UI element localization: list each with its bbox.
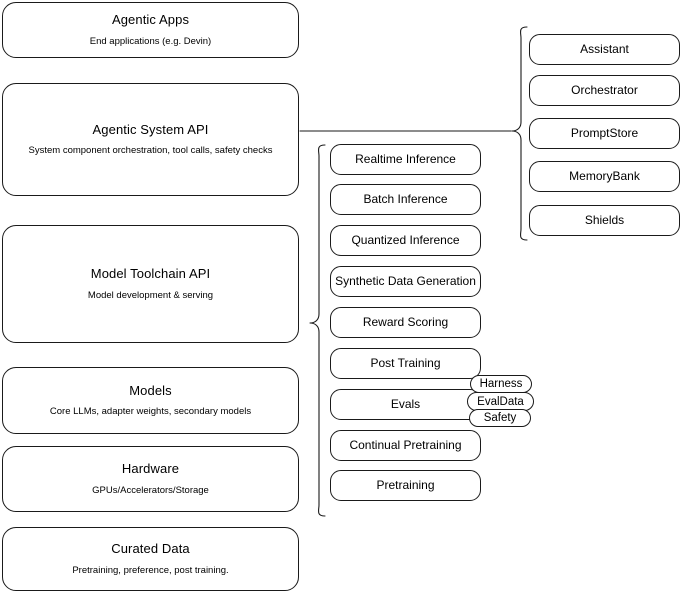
layer-subtitle: System component orchestration, tool cal…: [28, 145, 273, 157]
layer-curated-data[interactable]: Curated Data Pretraining, preference, po…: [2, 527, 299, 591]
chip-label: Quantized Inference: [351, 233, 460, 247]
chip-label: Pretraining: [376, 478, 435, 492]
chip-label: Synthetic Data Generation: [335, 274, 476, 288]
chip-batch-inference[interactable]: Batch Inference: [330, 184, 481, 215]
badge-label: Harness: [479, 378, 523, 390]
chip-label: Assistant: [580, 42, 629, 56]
chip-label: MemoryBank: [569, 169, 640, 183]
layer-agentic-apps[interactable]: Agentic Apps End applications (e.g. Devi…: [2, 2, 299, 58]
chip-pretraining[interactable]: Pretraining: [330, 470, 481, 501]
chip-promptstore[interactable]: PromptStore: [529, 118, 680, 149]
layer-subtitle: Pretraining, preference, post training.: [72, 564, 229, 576]
badge-safety[interactable]: Safety: [469, 409, 531, 427]
chip-shields[interactable]: Shields: [529, 205, 680, 236]
layer-title: Models: [129, 382, 172, 398]
layer-agentic-system-api[interactable]: Agentic System API System component orch…: [2, 83, 299, 196]
layer-title: Model Toolchain API: [90, 266, 211, 282]
layer-subtitle: GPUs/Accelerators/Storage: [92, 484, 209, 496]
chip-synthetic-data-generation[interactable]: Synthetic Data Generation: [330, 266, 481, 297]
chip-label: PromptStore: [570, 126, 639, 140]
layer-title: Hardware: [121, 461, 180, 477]
chip-evals[interactable]: Evals: [330, 389, 481, 420]
layer-title: Curated Data: [111, 541, 190, 557]
chip-label: Post Training: [370, 356, 441, 370]
bracket-toolchain-capabilities: [309, 144, 326, 517]
chip-label: Realtime Inference: [355, 152, 456, 166]
chip-quantized-inference[interactable]: Quantized Inference: [330, 225, 481, 256]
chip-memorybank[interactable]: MemoryBank: [529, 161, 680, 192]
badge-harness[interactable]: Harness: [470, 375, 532, 393]
layer-subtitle: Core LLMs, adapter weights, secondary mo…: [49, 406, 252, 418]
chip-orchestrator[interactable]: Orchestrator: [529, 75, 680, 106]
layer-models[interactable]: Models Core LLMs, adapter weights, secon…: [2, 367, 299, 434]
layer-hardware[interactable]: Hardware GPUs/Accelerators/Storage: [2, 446, 299, 512]
layer-title: Agentic Apps: [111, 12, 190, 28]
badge-label: EvalData: [477, 395, 524, 408]
badge-label: Safety: [483, 412, 517, 424]
chip-realtime-inference[interactable]: Realtime Inference: [330, 144, 481, 175]
bracket-system-components: [511, 26, 528, 241]
chip-assistant[interactable]: Assistant: [529, 34, 680, 65]
chip-reward-scoring[interactable]: Reward Scoring: [330, 307, 481, 338]
chip-label: Continual Pretraining: [349, 438, 462, 452]
chip-label: Evals: [390, 397, 421, 411]
layer-title: Agentic System API: [92, 121, 209, 137]
layer-model-toolchain-api[interactable]: Model Toolchain API Model development & …: [2, 225, 299, 343]
layer-subtitle: End applications (e.g. Devin): [89, 35, 212, 47]
chip-label: Batch Inference: [363, 192, 448, 206]
chip-post-training[interactable]: Post Training: [330, 348, 481, 379]
chip-label: Shields: [584, 213, 625, 227]
layer-subtitle: Model development & serving: [87, 289, 214, 301]
chip-continual-pretraining[interactable]: Continual Pretraining: [330, 430, 481, 461]
chip-label: Reward Scoring: [362, 315, 449, 329]
chip-label: Orchestrator: [571, 83, 638, 97]
